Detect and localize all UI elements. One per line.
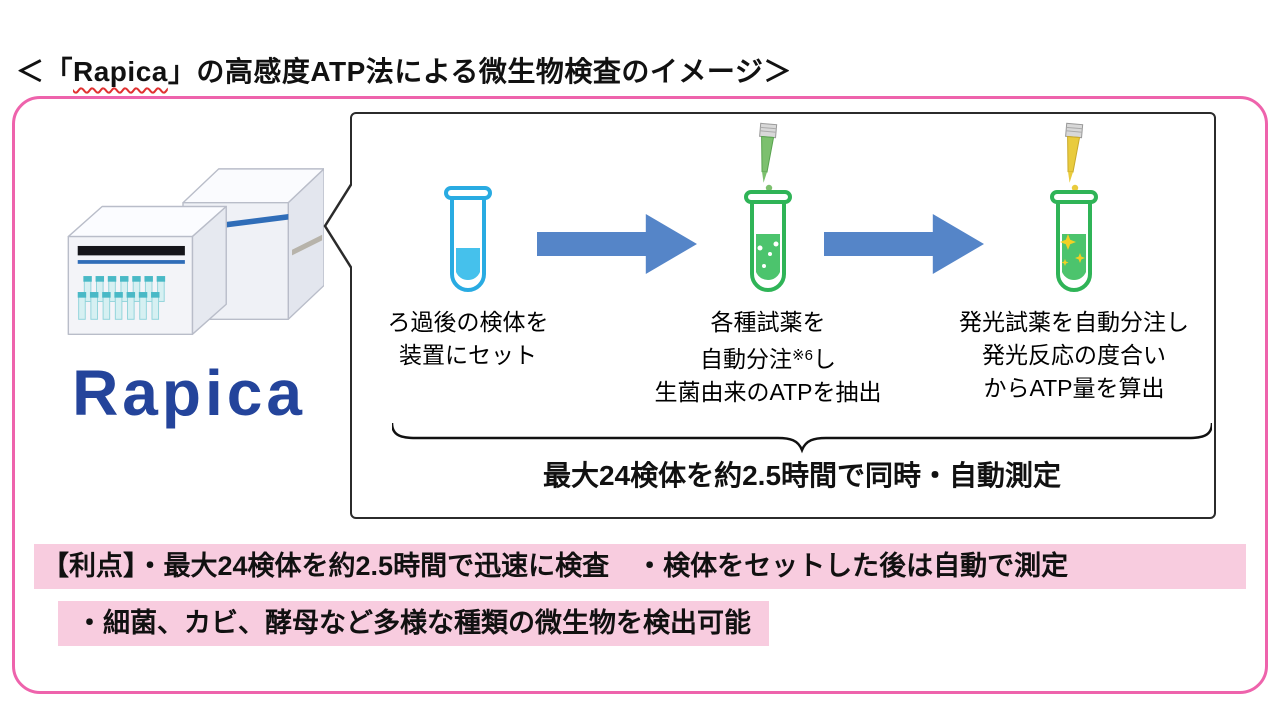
flow-bubble: ろ過後の検体を 装置にセット 各種試薬を 自動分注※6し 生菌由来のATPを抽出… (350, 112, 1216, 519)
bubble-tail-icon (323, 182, 352, 270)
flow-arrow-icon (537, 214, 697, 274)
footnote-ref: ※6 (792, 347, 813, 364)
step1-line1: ろ過後の検体を (387, 309, 549, 335)
step3-caption: 発光試薬を自動分注し 発光反応の度合い からATP量を算出 (934, 306, 1214, 405)
test-tube-blue-icon (444, 186, 492, 292)
step3-line2: 発光反応の度合い (982, 342, 1166, 368)
benefits-line-1: 【利点】・最大24検体を約2.5時間で迅速に検査 ・検体をセットした後は自動で測… (34, 544, 1246, 589)
step2-line3: 生菌由来のATPを抽出 (654, 379, 882, 405)
sample-tubes (77, 276, 166, 320)
rapica-logo: Rapica (72, 357, 306, 429)
brace-label: 最大24検体を約2.5時間で同時・自動測定 (542, 460, 1062, 491)
title-prefix: ＜「 (16, 56, 74, 87)
step2-line1: 各種試薬を (710, 309, 826, 335)
title-brand: Rapica (73, 56, 168, 87)
pipette-yellow-luminescence-tube-icon (1050, 122, 1098, 292)
rapica-device-illustration (67, 168, 324, 336)
step3-line1: 発光試薬を自動分注し (959, 309, 1189, 335)
page-title: ＜「Rapica」の高感度ATP法による微生物検査のイメージ＞ (16, 50, 792, 90)
step2-line2: 自動分注※6し (700, 346, 836, 372)
step3-line3: からATP量を算出 (983, 375, 1165, 401)
step2-caption: 各種試薬を 自動分注※6し 生菌由来のATPを抽出 (628, 306, 908, 409)
underbrace-icon (392, 422, 1212, 454)
pipette-green-test-tube-icon (744, 122, 792, 292)
title-suffix: 」の高感度ATP法による微生物検査のイメージ＞ (167, 56, 792, 87)
flow-arrow-icon (824, 214, 984, 274)
step1-line2: 装置にセット (399, 342, 537, 368)
step1-caption: ろ過後の検体を 装置にセット (328, 306, 608, 372)
benefits-line-2: ・細菌、カビ、酵母など多様な種類の微生物を検出可能 (58, 601, 769, 646)
